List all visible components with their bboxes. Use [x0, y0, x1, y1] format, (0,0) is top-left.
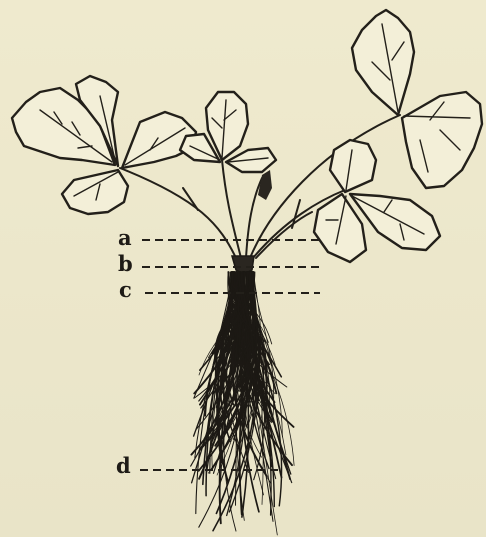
- right-lower-top-leaflet: [330, 140, 376, 192]
- center-petiole: [222, 160, 241, 258]
- left-leaf: [12, 76, 196, 214]
- label-d: d: [116, 455, 131, 476]
- short-petiole: [256, 212, 312, 258]
- label-b: b: [118, 253, 133, 274]
- label-a: a: [118, 227, 132, 248]
- root-mass: [191, 272, 294, 535]
- runner-cut-right: [292, 200, 300, 228]
- flower-bud: [258, 170, 272, 200]
- runner-cut-left: [183, 188, 198, 210]
- left-petiole: [120, 168, 236, 258]
- left-lower-leaflet: [62, 170, 128, 214]
- right-side-leaflet: [402, 92, 482, 188]
- label-c: c: [119, 279, 132, 300]
